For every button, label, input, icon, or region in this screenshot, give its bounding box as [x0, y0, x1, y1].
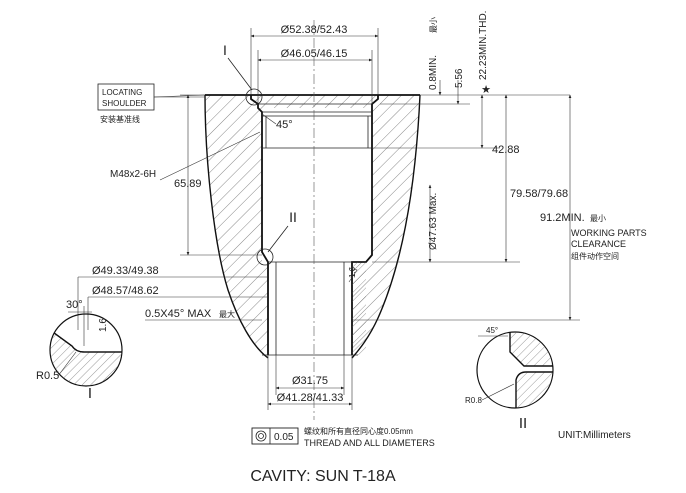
- dia-49-label: Ø49.33/49.38: [92, 265, 159, 277]
- thread-spec-label: M48x2-6H: [110, 169, 156, 180]
- depth-556-label: 5.56: [454, 68, 465, 88]
- roughness-label: 1.6: [348, 266, 357, 278]
- working-line2: CLEARANCE: [571, 239, 626, 249]
- left-diameter-callouts: Ø49.33/49.38 Ø48.57/48.62 0.5X45° MAX 最大: [77, 265, 268, 330]
- detail-callouts: I II: [223, 42, 297, 266]
- detail1-label: I: [88, 385, 92, 402]
- star-symbol: ★: [481, 84, 491, 96]
- drawing-title: CAVITY: SUN T-18A: [250, 468, 396, 485]
- tolerance-en: THREAD AND ALL DIAMETERS: [304, 438, 435, 448]
- detail-view-1: 30° 1.6 R0.5 I: [36, 299, 123, 402]
- dia-41-label: Ø41.28/41.33: [277, 392, 344, 404]
- depth-08-cn: 最小: [429, 17, 438, 33]
- working-cn: 组件动作空间: [571, 251, 619, 261]
- working-clearance: WORKING PARTS CLEARANCE 组件动作空间: [571, 228, 647, 261]
- detail2-radius: R0.8: [465, 396, 482, 405]
- detail2-label: II: [519, 415, 527, 432]
- detail-view-2: 45° R0.8 II: [465, 326, 554, 432]
- right-dimensions: 42.88 Ø47.63 Max. 79.58/79.68 91.2MIN. 最…: [348, 94, 606, 321]
- locating-cn: 安装基准线: [100, 114, 140, 124]
- tolerance-cn: 螺纹和所有直径同心度0.05mm: [304, 426, 413, 436]
- angle-45-label: 45°: [276, 119, 293, 131]
- dim-65-89-label: 65.89: [174, 178, 202, 190]
- chamfer-cn: 最大: [219, 309, 235, 319]
- dim-79-label: 79.58/79.68: [510, 188, 568, 200]
- dim-47-63-label: Ø47.63 Max.: [428, 193, 439, 250]
- top-dimensions: Ø52.38/52.43 Ø46.05/46.15 0.8MIN. 最小 5.5…: [250, 11, 500, 149]
- depth-08-label: 0.8MIN.: [428, 55, 439, 90]
- detail-mark-1: I: [223, 42, 227, 58]
- dim-91-label: 91.2MIN.: [540, 212, 585, 224]
- detail2-angle: 45°: [486, 326, 498, 335]
- left-dimensions: M48x2-6H 65.89: [110, 94, 262, 256]
- inner-dia-label: Ø46.05/46.15: [281, 48, 348, 60]
- dia-31-label: Ø31.75: [292, 375, 328, 387]
- cavity-body: [204, 94, 421, 359]
- unit-note: UNIT:Millimeters: [558, 430, 631, 441]
- tolerance-value: 0.05: [274, 432, 294, 443]
- working-line1: WORKING PARTS: [571, 228, 647, 238]
- locating-line2: SHOULDER: [102, 99, 147, 108]
- chamfer-label: 0.5X45° MAX: [145, 308, 212, 320]
- concentricity-tolerance: 0.05 螺纹和所有直径同心度0.05mm THREAD AND ALL DIA…: [251, 426, 435, 448]
- locating-shoulder: LOCATING SHOULDER 安装基准线: [97, 83, 206, 124]
- bottom-dimensions: Ø31.75 Ø41.28/41.33: [267, 355, 353, 410]
- detail-mark-2: II: [289, 209, 297, 225]
- detail1-radius: R0.5: [36, 370, 59, 382]
- dia-48-label: Ø48.57/48.62: [92, 285, 159, 297]
- dim-91-cn: 最小: [590, 214, 606, 223]
- thread-depth-label: 22.23MIN.THD.: [478, 11, 489, 80]
- detail1-angle: 30°: [66, 299, 83, 311]
- detail1-roughness: 1.6: [98, 318, 109, 332]
- locating-line1: LOCATING: [102, 88, 142, 97]
- body-section: [205, 95, 420, 358]
